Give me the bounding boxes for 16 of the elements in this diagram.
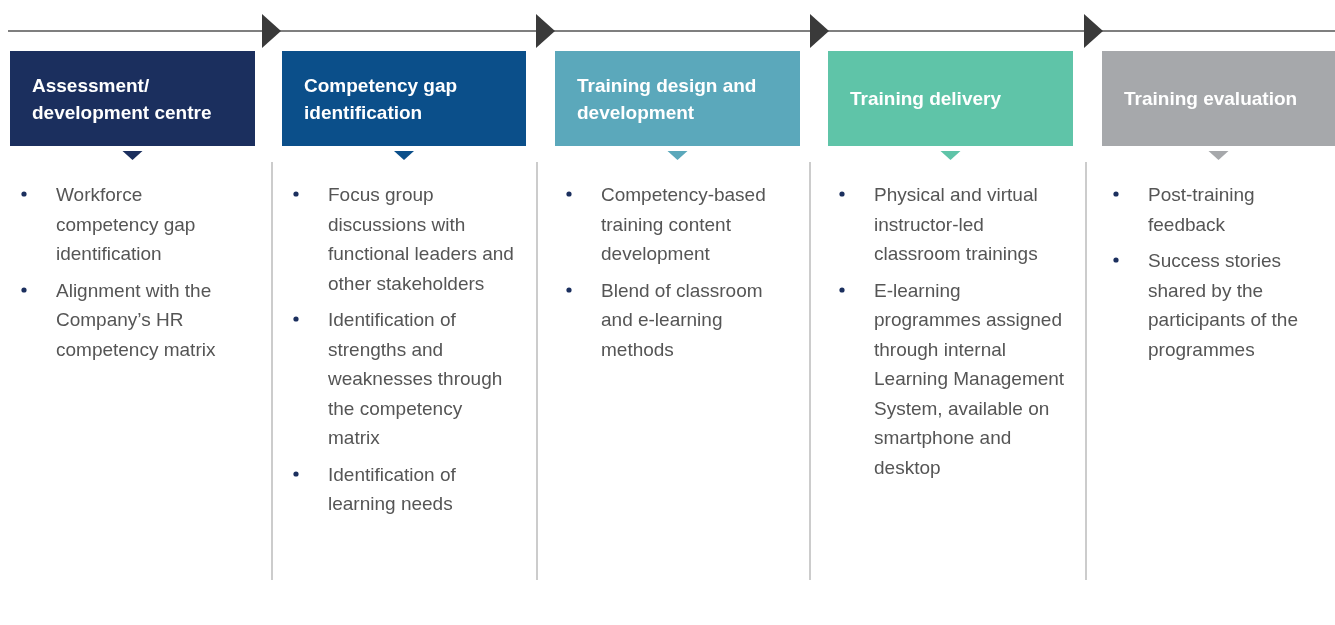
stage-header-box: Competency gap identification: [282, 51, 526, 146]
stage-header-box: Training evaluation: [1102, 51, 1335, 146]
stage-header-box: Training delivery: [828, 51, 1073, 146]
bullet-text: Physical and virtual instructor-led classroom trainings: [874, 184, 1038, 264]
bullet-text: Focus group discussions with functional leaders and other stakeholders: [328, 184, 514, 294]
bullet-text: Alignment with the Company’s HR competency matrix: [56, 279, 216, 360]
bullet-text: Identification of strengths and weaknesses through the competency matrix: [328, 309, 503, 448]
bullet-text: Success stories shared by the participants of the programmes: [1148, 250, 1298, 360]
stage-header-box: Assessment/ development centre: [10, 51, 255, 146]
bullet-text: E-learning programmes assigned through internal Learning Management System, available on smartphone and desktop: [874, 279, 1065, 478]
bullet-text: Post-training feedback: [1148, 184, 1255, 235]
bullet-text: Blend of classroom and e-learning methods: [601, 279, 763, 360]
bullet-text: Identification of learning needs: [328, 463, 456, 514]
bullet-text: Workforce competency gap identification: [56, 184, 196, 264]
bullet-text: Competency-based training content development: [601, 184, 766, 264]
stage-header-box: Training design and development: [555, 51, 800, 146]
